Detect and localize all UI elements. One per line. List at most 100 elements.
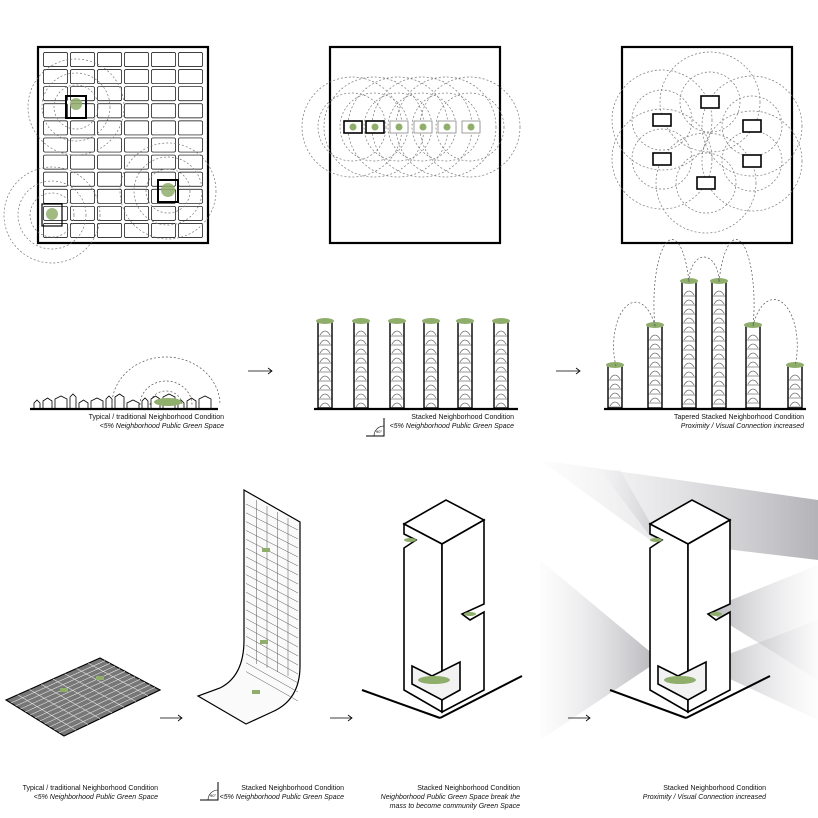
city-block (70, 171, 95, 187)
city-block (70, 188, 95, 204)
floor-arch (495, 330, 507, 336)
floor-arch (355, 348, 367, 354)
street-line (245, 565, 299, 594)
visual-cone (700, 620, 818, 720)
city-block (151, 205, 176, 221)
floor-arch (713, 299, 725, 305)
green-space-block (742, 119, 762, 133)
floor-arch (649, 379, 661, 385)
floor-arch (425, 366, 437, 372)
connection-arc (752, 299, 798, 367)
plan-traditional (3, 45, 217, 264)
tree-icon (161, 183, 175, 197)
plan-stacked (301, 45, 521, 245)
street-line (54, 684, 151, 731)
street-line (245, 583, 299, 612)
floor-arch (319, 384, 331, 390)
plan-tapered (611, 45, 803, 245)
proximity-ring (3, 166, 101, 264)
floor-arch (459, 357, 471, 363)
house (105, 395, 113, 408)
street-line (245, 503, 299, 531)
floor-arch (425, 384, 437, 390)
city-block (43, 69, 68, 85)
floor-arch (649, 370, 661, 376)
city-block (97, 223, 122, 238)
floor-arch (789, 383, 801, 389)
section-tapered (604, 239, 806, 411)
city-block (43, 52, 68, 67)
city-block (178, 137, 203, 153)
floor-arch (459, 339, 471, 345)
right-angle-icon: 90° (366, 418, 385, 437)
floor-arch (713, 344, 725, 350)
proximity-ring (679, 71, 741, 133)
street-line (245, 512, 299, 540)
tree-icon (710, 612, 722, 616)
floor-arch (459, 402, 471, 408)
house (186, 397, 197, 408)
city-block (178, 69, 203, 85)
tree-icon (443, 123, 451, 131)
caption-row2-traditional: Typical / traditional Neighborhood Condi… (88, 414, 224, 430)
proximity-ring (631, 128, 693, 190)
tree-icon (46, 208, 58, 220)
street-line (245, 574, 299, 603)
tree-icon (786, 362, 804, 368)
city-block (178, 103, 203, 119)
city-block (43, 205, 68, 221)
floor-arch (495, 366, 507, 372)
floor-arch (789, 374, 801, 380)
green-space-block (696, 176, 716, 190)
proximity-ring (29, 192, 75, 238)
proximity-ring (119, 142, 217, 240)
city-block (124, 103, 149, 119)
floor-arch (391, 366, 403, 372)
city-block (124, 137, 149, 153)
floor-arch (747, 343, 759, 349)
tree-icon (422, 318, 440, 324)
connection-arc (613, 301, 656, 367)
street-line (245, 671, 299, 702)
tree-icon (418, 676, 450, 684)
city-block (151, 137, 176, 153)
floor-arch (319, 339, 331, 345)
floor-arch (425, 402, 437, 408)
street-line (245, 609, 299, 639)
floor-arch (713, 335, 725, 341)
floor-arch (713, 290, 725, 296)
tree-icon (419, 123, 427, 131)
floor-arch (747, 352, 759, 358)
floor-arch (747, 388, 759, 394)
street-line (30, 671, 126, 716)
floor-arch (319, 330, 331, 336)
floor-arch (495, 357, 507, 363)
tree-icon (70, 98, 82, 110)
city-block (124, 52, 149, 67)
tree-icon (650, 538, 662, 542)
street-line (49, 681, 146, 728)
house (69, 393, 77, 408)
floor-arch (425, 357, 437, 363)
arrow-icon (568, 714, 591, 722)
green-space-block (157, 179, 179, 203)
city-block (124, 171, 149, 187)
tree-icon (352, 318, 370, 324)
city-block (124, 86, 149, 102)
proximity-ring (701, 75, 803, 177)
floor-arch (683, 371, 695, 377)
city-block (43, 154, 68, 170)
floor-arch (747, 379, 759, 385)
proximity-ring (655, 132, 757, 234)
city-block (124, 154, 149, 170)
street-line (245, 662, 299, 693)
city-block (97, 120, 122, 136)
city-block (178, 120, 203, 136)
city-block (124, 205, 149, 221)
section-stacked (314, 318, 518, 411)
floor-arch (425, 348, 437, 354)
city-block (124, 223, 149, 238)
proximity-ring (145, 168, 191, 214)
city-block (178, 86, 203, 102)
house (90, 397, 104, 408)
